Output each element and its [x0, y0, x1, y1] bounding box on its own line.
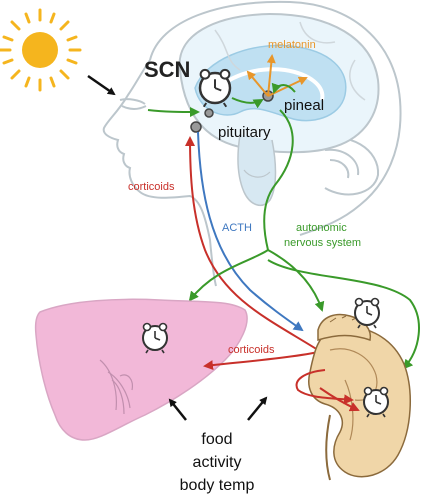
- acth-label: ACTH: [222, 222, 252, 234]
- pineal-loop-arrow: [271, 82, 296, 94]
- scn-label: SCN: [144, 57, 190, 82]
- kidney-internal-arrow-1: [295, 369, 354, 405]
- pituitary-label: pituitary: [218, 124, 271, 141]
- pituitary-gland: [190, 121, 202, 133]
- retina-to-scn-arrow: [147, 106, 200, 117]
- corticoids-down-label: corticoids: [228, 344, 275, 356]
- autonomic-to-liver-arrow: [188, 249, 269, 302]
- body-temp-label: body temp: [180, 477, 255, 494]
- kidney: [308, 326, 411, 481]
- light-arrow: [87, 74, 116, 96]
- corticoids-feedback-arrow: [185, 136, 319, 351]
- kidney-internal-arrow-2: [319, 387, 360, 412]
- autonomic-to-kidney-arrow: [267, 259, 420, 370]
- autonomic-label-1: autonomic: [296, 222, 347, 234]
- food-label: food: [201, 431, 232, 448]
- autonomic-label-2: nervous system: [284, 237, 361, 249]
- corticoids-to-liver-arrow: [203, 351, 319, 371]
- sun-icon: [0, 8, 82, 92]
- food-to-kidney-arrow: [247, 396, 268, 421]
- pineal-label: pineal: [284, 97, 324, 114]
- hypothalamus-node: [204, 108, 214, 118]
- food-to-liver-arrow: [168, 398, 187, 421]
- acth-arrow: [197, 131, 304, 332]
- autonomic-to-adrenal-arrow: [267, 249, 325, 312]
- activity-label: activity: [193, 454, 242, 471]
- scn-to-pineal-arrow: [231, 97, 264, 109]
- liver: [34, 298, 248, 441]
- head-outline: [102, 0, 402, 287]
- corticoids-up-label: corticoids: [128, 181, 175, 193]
- autonomic-main-line: [263, 109, 294, 251]
- melatonin-label: melatonin: [268, 39, 316, 51]
